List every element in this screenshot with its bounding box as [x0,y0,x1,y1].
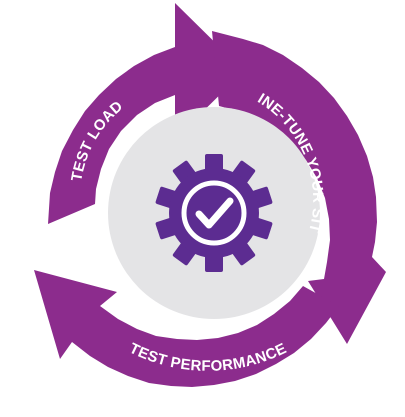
gear-inner-ring [181,180,247,246]
gear-check-icon [155,154,273,272]
test-performance-arrow [34,270,339,387]
checkmark-icon [195,197,234,229]
gear-icon [155,154,273,272]
test-load-arrow [48,3,244,224]
fine-tune-your-site-arrow [212,31,386,344]
